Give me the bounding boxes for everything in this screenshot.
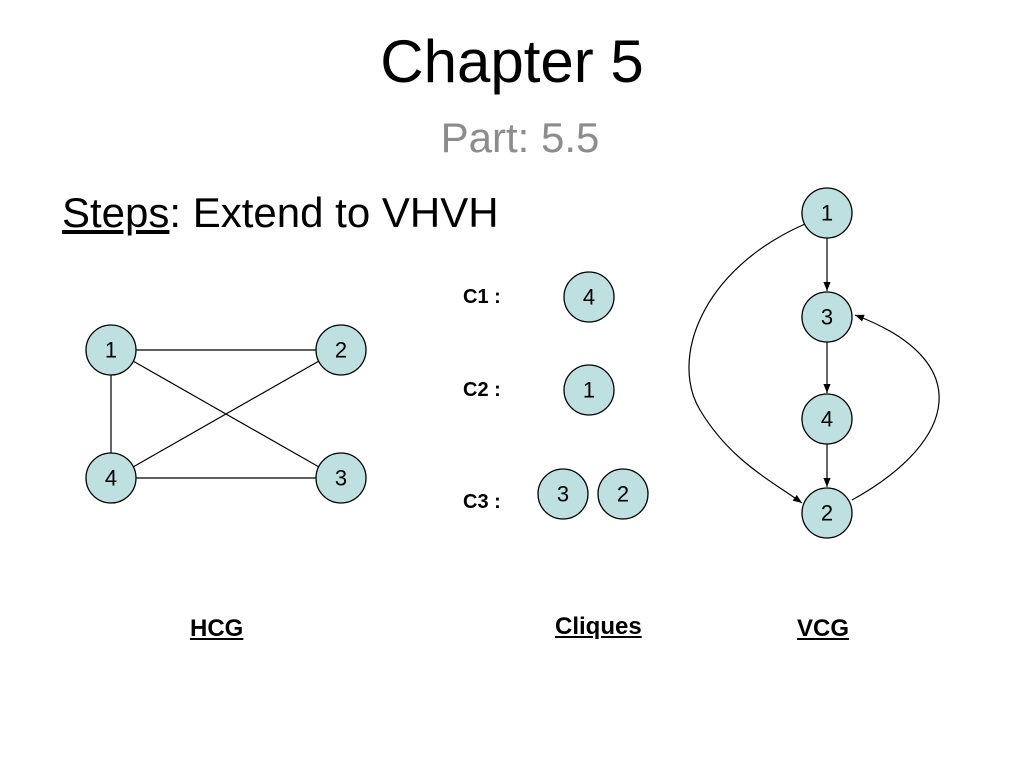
steps-text: : Extend to VHVH [169, 189, 499, 236]
vcg-node-label: 2 [821, 501, 833, 526]
hcg-graph: 1 2 3 4 [85, 324, 367, 504]
vcg-graph: 1 3 4 2 [688, 187, 940, 539]
hcg-caption: HCG [190, 615, 244, 642]
vcg-edge-2-3 [851, 314, 940, 501]
clique-c3-node-2: 2 [597, 468, 649, 520]
vcg-node-label: 4 [821, 407, 833, 432]
steps-label: Steps [62, 189, 170, 236]
vcg-node-label: 1 [821, 201, 833, 226]
vcg-edge-1-2 [688, 223, 806, 504]
clique-label-c1: C1 : [463, 286, 501, 308]
hcg-node-3: 3 [315, 452, 367, 504]
clique-node-label: 1 [583, 378, 595, 403]
hcg-node-label: 2 [335, 338, 347, 363]
hcg-node-label: 3 [335, 466, 347, 491]
hcg-node-2: 2 [315, 324, 367, 376]
hcg-node-1: 1 [85, 324, 137, 376]
clique-node-label: 3 [557, 482, 569, 507]
hcg-node-4: 4 [85, 452, 137, 504]
vcg-node-2: 2 [801, 487, 853, 539]
hcg-edge-2-4 [132, 360, 320, 468]
cliques-caption: Cliques [555, 613, 642, 640]
clique-label-c3: C3 : [463, 491, 501, 513]
slide-title: Chapter 5 [380, 28, 644, 95]
slide-subtitle: Part: 5.5 [440, 114, 600, 161]
hcg-node-label: 1 [105, 338, 117, 363]
clique-c3-node-3: 3 [537, 468, 589, 520]
hcg-node-label: 4 [105, 466, 117, 491]
clique-c1-node-4: 4 [563, 271, 615, 323]
vcg-node-1: 1 [801, 187, 853, 239]
vcg-node-4: 4 [801, 393, 853, 445]
clique-node-label: 2 [617, 482, 629, 507]
vcg-node-label: 3 [821, 305, 833, 330]
steps-heading: Steps: Extend to VHVH [62, 186, 499, 240]
clique-label-c2: C2 : [463, 379, 501, 401]
clique-c2-node-1: 1 [563, 364, 615, 416]
clique-node-label: 4 [583, 285, 595, 310]
vcg-node-3: 3 [801, 291, 853, 343]
vcg-caption: VCG [797, 615, 850, 642]
cliques-list: C1 : 4 C2 : 1 C3 : 3 2 [463, 271, 649, 520]
